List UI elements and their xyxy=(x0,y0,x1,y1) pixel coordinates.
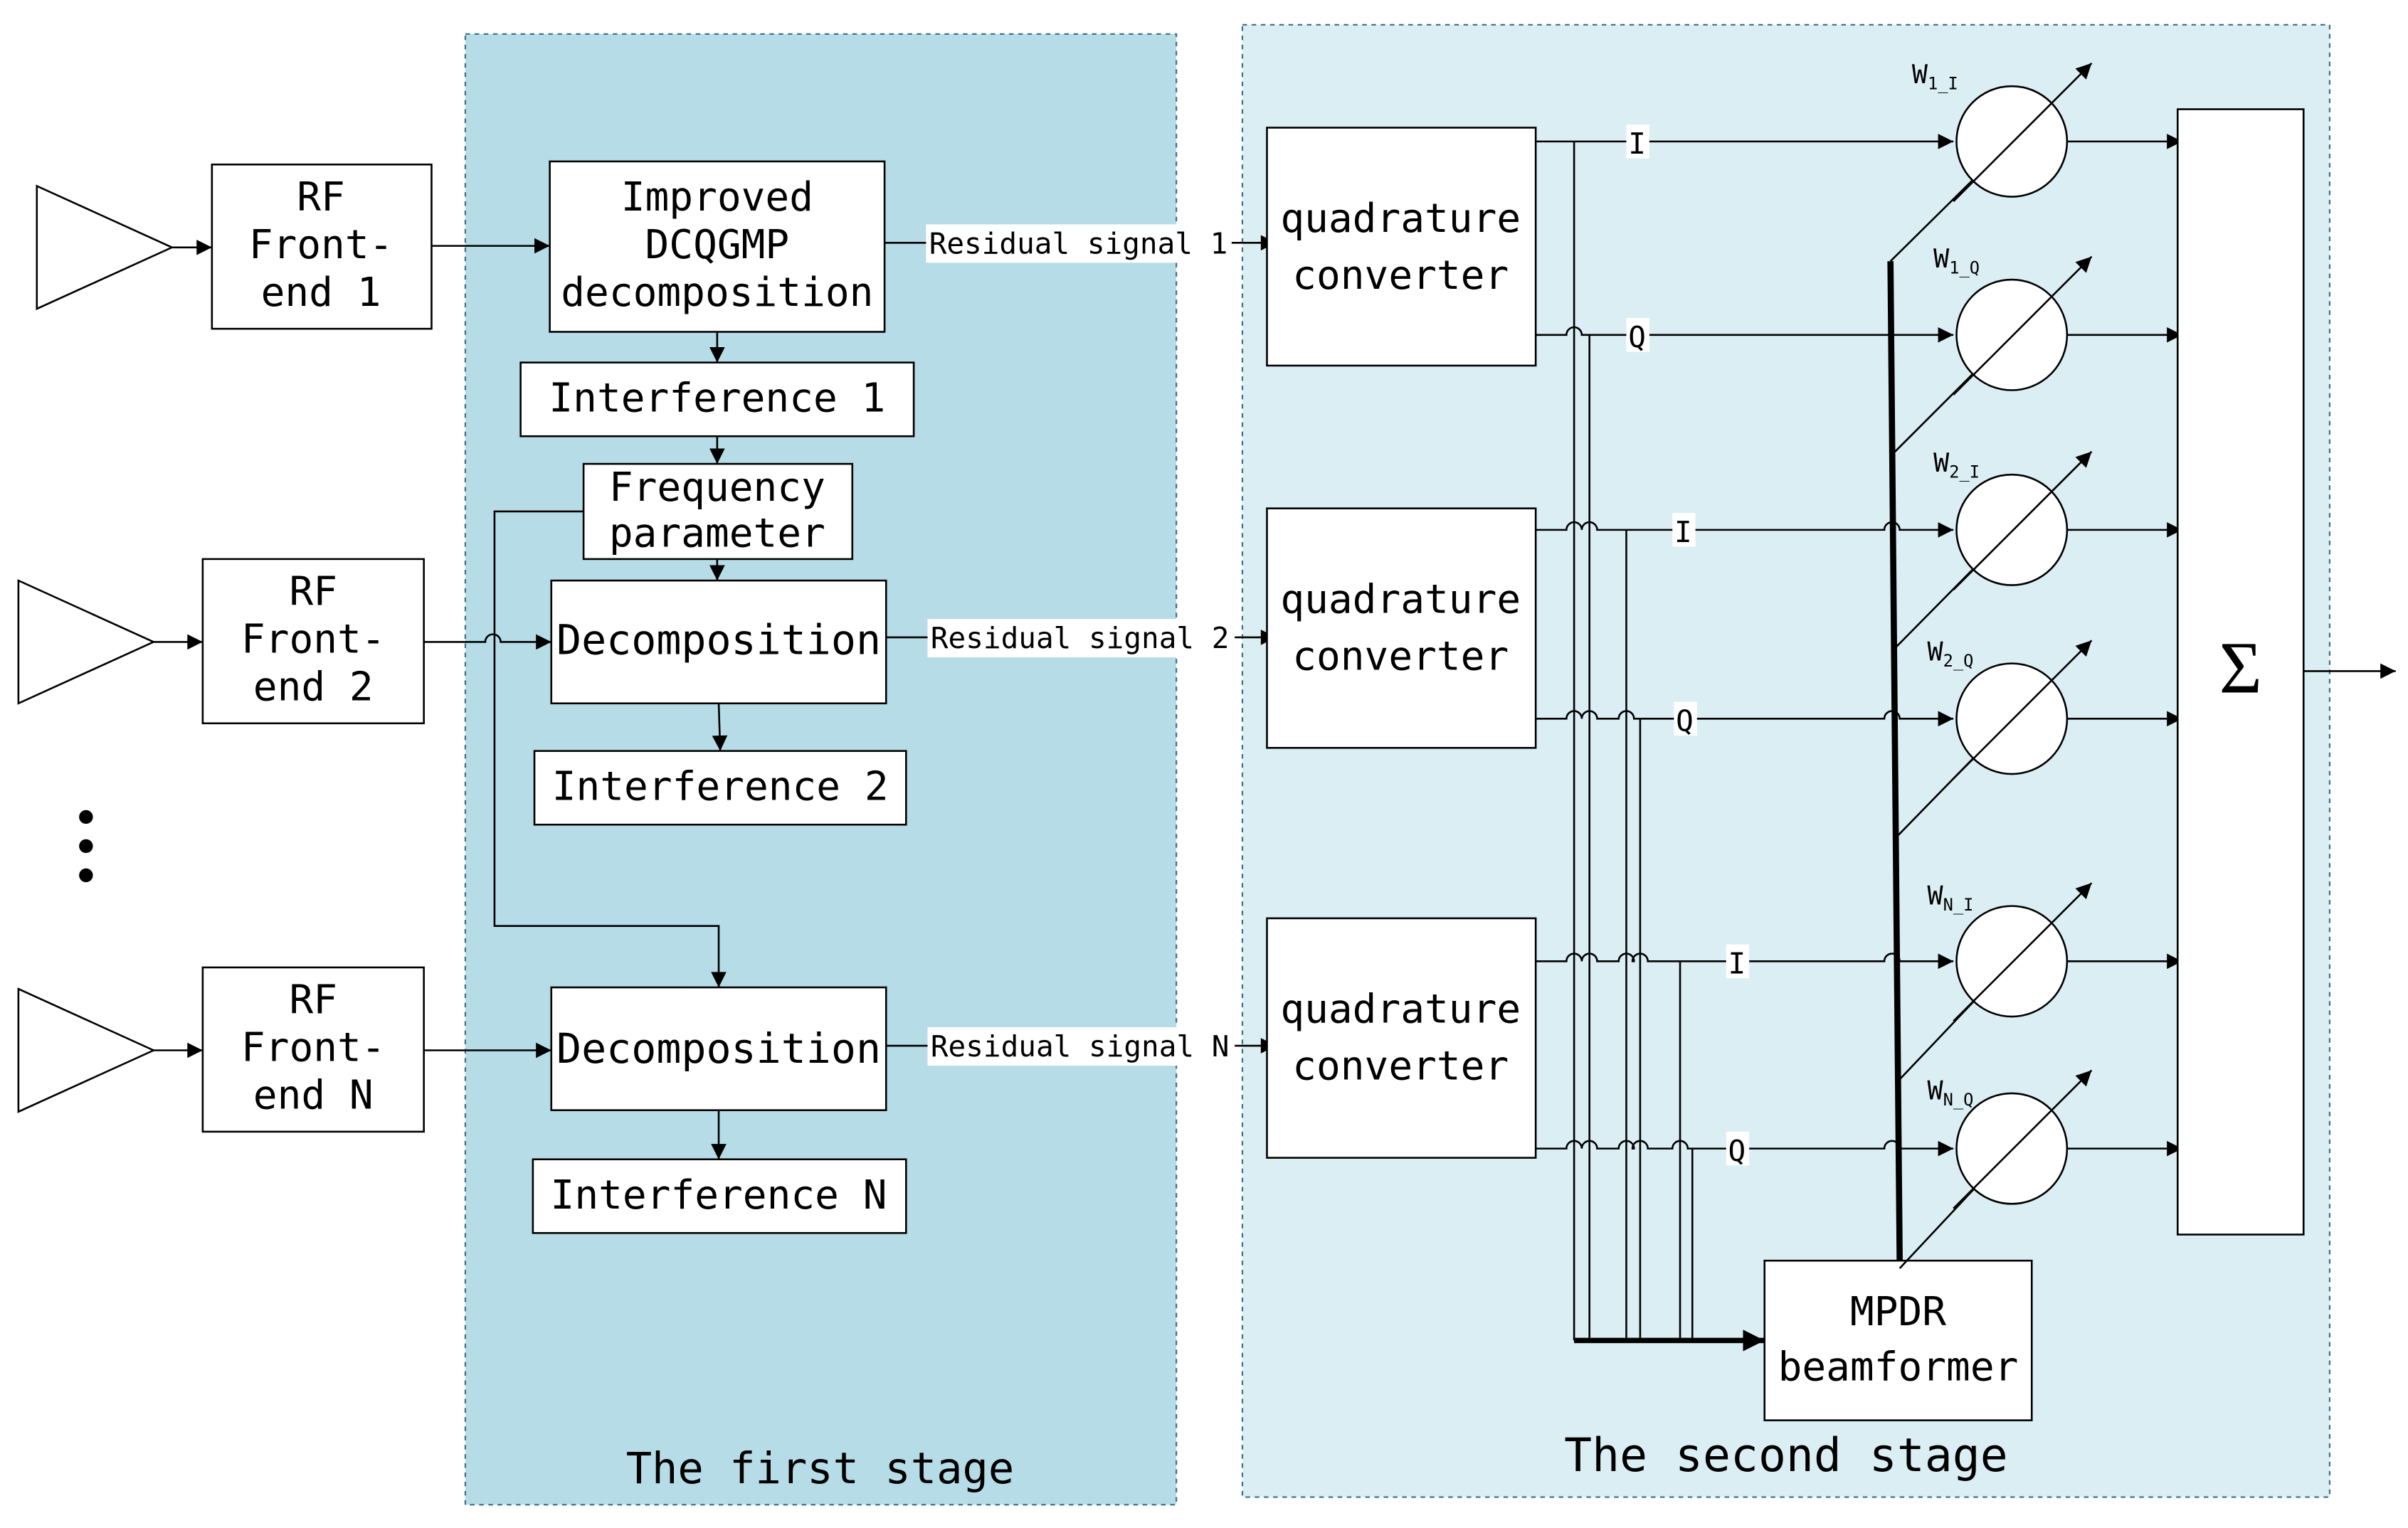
quadrature-converter-2: quadrature converter xyxy=(1266,507,1537,749)
quadrature-2-line2: converter xyxy=(1292,633,1509,679)
freq-to-decompn-line xyxy=(493,510,727,988)
improved-line2: DCQGMP xyxy=(645,222,790,268)
rf-frontend-2: RF Front- end 2 xyxy=(201,558,425,725)
rf-frontend-1: RF Front- end 1 xyxy=(211,163,433,330)
vertical-ellipsis-icon xyxy=(79,810,93,883)
mpdr-beamformer-box: MPDR beamformer xyxy=(1763,1259,2033,1421)
weight-1q-icon xyxy=(1953,255,2093,396)
interference-1-box: Interference 1 xyxy=(519,361,915,437)
weight-nq-label: WN_Q xyxy=(1927,1076,1973,1110)
interference-2-box: Interference 2 xyxy=(533,750,907,826)
quadrature-2-line1: quadrature xyxy=(1280,576,1521,622)
rf-frontend-1-line1: RF xyxy=(297,174,345,221)
weight-ni-label: WN_I xyxy=(1927,880,1973,915)
residual-n-label-bg xyxy=(927,1027,1235,1066)
rf-frontend-2-line1: RF xyxy=(289,569,337,615)
frequency-line1: Frequency xyxy=(609,465,825,511)
mpdr-line2: beamformer xyxy=(1778,1344,2019,1391)
decomposition-2-box: Decomposition xyxy=(550,579,887,705)
iq-label-group: I Q I Q I Q xyxy=(1626,124,1750,1168)
quadrature-n-line2: converter xyxy=(1292,1044,1509,1090)
interference-2-label: Interference 2 xyxy=(552,764,889,810)
quadrature-converter-1: quadrature converter xyxy=(1266,127,1537,367)
quadrature-n-line1: quadrature xyxy=(1280,987,1521,1033)
weight-2q-label: W2_Q xyxy=(1927,636,1973,671)
quadrature-converter-n: quadrature converter xyxy=(1266,917,1537,1159)
rf-frontend-1-line3: end 1 xyxy=(261,270,381,316)
frequency-parameter-box: Frequency parameter xyxy=(582,462,854,561)
antenna-1-icon xyxy=(36,184,174,311)
weight-2i-label: W2_I xyxy=(1933,447,1980,482)
improved-line1: Improved xyxy=(621,174,813,221)
interference-n-label: Interference N xyxy=(551,1172,887,1219)
i-label-2: I xyxy=(1674,515,1692,549)
antenna-n-icon xyxy=(17,987,156,1113)
interference-n-box: Interference N xyxy=(532,1158,907,1234)
weight-1q-label: W1_Q xyxy=(1933,243,1980,278)
i-label-1: I xyxy=(1628,127,1646,161)
residual-2-label: Residual signal 2 xyxy=(931,621,1230,655)
residual-n-label: Residual signal N xyxy=(931,1029,1230,1063)
q-label-n: Q xyxy=(1728,1134,1746,1168)
improved-dcqgmp-box: Improved DCQGMP decomposition xyxy=(549,160,886,333)
antenna-2-icon xyxy=(17,579,156,705)
residual-1-label-bg xyxy=(926,224,1232,263)
weight-2q-icon xyxy=(1953,640,2093,780)
weight-1i-label: W1_I xyxy=(1912,59,1958,94)
interference-1-label: Interference 1 xyxy=(549,376,885,422)
frequency-line2: parameter xyxy=(609,511,825,557)
rf-frontend-2-line3: end 2 xyxy=(253,664,374,710)
residual-2-label-bg xyxy=(927,619,1235,658)
residual-1-label: Residual signal 1 xyxy=(929,226,1228,260)
decomposition-n-box: Decomposition xyxy=(550,986,887,1111)
rf-frontend-n-line2: Front- xyxy=(241,1025,386,1071)
rf-frontend-n-line3: end N xyxy=(253,1073,374,1119)
improved-line3: decomposition xyxy=(561,270,873,316)
summer-symbol: Σ xyxy=(2219,628,2262,709)
rf-frontend-2-line2: Front- xyxy=(241,617,386,663)
rf-frontend-1-line2: Front- xyxy=(249,222,394,268)
rf-frontend-n-line1: RF xyxy=(289,977,337,1024)
decomp2-to-interf2-arrow xyxy=(712,703,728,751)
quadrature-1-line2: converter xyxy=(1292,253,1509,299)
quadrature-1-line1: quadrature xyxy=(1280,196,1521,242)
stage2-label: The second stage xyxy=(1564,1429,2008,1482)
stage1-label: The first stage xyxy=(626,1444,1015,1494)
mpdr-output-bus xyxy=(1887,261,1903,1261)
rf-frontend-n: RF Front- end N xyxy=(201,966,425,1133)
q-label-1: Q xyxy=(1628,320,1646,354)
decomposition-2-label: Decomposition xyxy=(556,616,881,664)
summer-box: Σ xyxy=(2176,108,2305,1236)
q-label-2: Q xyxy=(1676,704,1694,738)
mpdr-line1: MPDR xyxy=(1850,1289,1946,1335)
decomposition-n-label: Decomposition xyxy=(556,1024,881,1073)
weights-to-summer-lines xyxy=(2066,134,2182,1157)
i-label-n: I xyxy=(1728,947,1746,981)
rf2-to-decomp-arrow xyxy=(423,633,551,650)
